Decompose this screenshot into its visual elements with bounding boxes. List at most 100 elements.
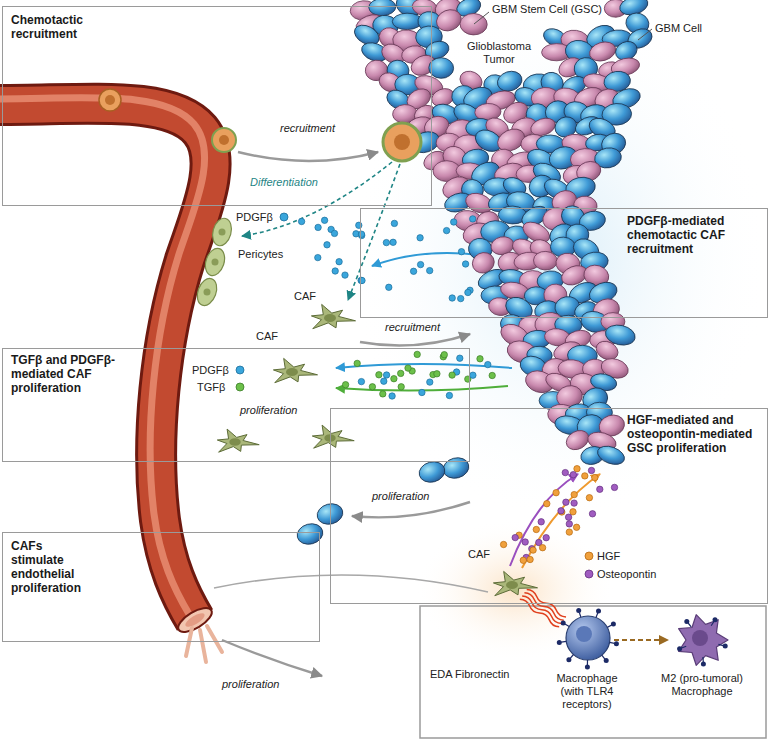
signal-dot [582, 473, 588, 479]
key-dot [280, 213, 288, 221]
tlr4-receptor [576, 608, 581, 613]
blood-vessel-outline [0, 104, 211, 620]
signal-dot [356, 222, 362, 228]
differentiation-arrow [348, 164, 400, 300]
panel-box: PDGFβ-mediated chemotactic CAF recruitme… [360, 208, 768, 318]
caf-cell [311, 304, 355, 328]
gsc-cell [417, 459, 447, 485]
signal-dot [342, 382, 348, 388]
tlr4-receptor [557, 640, 562, 645]
signal-dot [434, 371, 440, 377]
signal-dot [539, 545, 545, 551]
signal-dot [391, 220, 397, 226]
signal-dot [489, 372, 495, 378]
macrophages [557, 608, 728, 670]
tlr4-stalk [561, 641, 566, 643]
signal-dot [470, 216, 476, 222]
cell-nucleus [229, 438, 240, 446]
tlr4-stalk [596, 613, 598, 618]
signal-dot [520, 557, 526, 563]
signal-dot [441, 352, 447, 358]
callout-label: GBM Stem Cell (GSC) [492, 3, 602, 16]
m2-macrophage [679, 615, 728, 666]
tlr4-receptor [585, 665, 590, 670]
key-dot [585, 552, 593, 560]
signal-dot [611, 484, 617, 490]
panel-title: CAFs stimulate endothelial proliferation [11, 539, 91, 595]
signal-dot [331, 230, 337, 236]
signal-dot [449, 372, 455, 378]
tlr4-receptor [561, 621, 566, 626]
cell-nucleus [219, 229, 226, 236]
stimulation-line [214, 575, 488, 592]
leader-line [474, 12, 489, 24]
signal-dot [414, 351, 420, 357]
tlr4-stalk [682, 646, 687, 648]
tlr4-receptor [677, 646, 682, 651]
signal-dot [485, 361, 491, 367]
signal-dot [477, 356, 483, 362]
macrophage-panel [420, 606, 766, 738]
signal-dot [562, 469, 568, 475]
leader-line [638, 29, 652, 40]
tlr4-stalk [587, 660, 588, 665]
callout-label: proliferation [222, 678, 279, 691]
differentiation-arrow [242, 162, 392, 236]
callout-label: HGF [597, 550, 620, 563]
signal-dot [427, 379, 433, 385]
panel-box: Chemotactic recruitment [2, 6, 432, 206]
cell-nucleus [219, 135, 229, 145]
gsc-cell [369, 0, 397, 16]
callout-label: proliferation [372, 490, 429, 503]
signal-dot [417, 235, 423, 241]
signal-dot [533, 526, 539, 532]
signal-dot [457, 355, 463, 361]
callout-label: Macrophage (with TLR4 receptors) [545, 672, 629, 711]
signal-dot [315, 254, 321, 260]
signal-dot [410, 268, 416, 274]
key-dot [236, 366, 244, 374]
proliferation-arrow [352, 502, 470, 517]
signal-dot [419, 389, 425, 395]
signal-dot [522, 539, 528, 545]
signal-dot [405, 365, 411, 371]
fibronectin-strand [521, 594, 563, 625]
cell-nucleus [204, 289, 211, 296]
signal-dot [358, 378, 364, 384]
tlr4-stalk [570, 655, 573, 659]
caf-cell [273, 358, 317, 382]
endothelial-sprout [186, 628, 192, 656]
panel-box: HGF-mediated and osteopontin-mediated GS… [330, 408, 768, 604]
endothelial-sprout [200, 630, 206, 662]
signal-dot [336, 259, 342, 265]
callout-label: TGFβ [197, 381, 225, 394]
signal-dot [563, 499, 569, 505]
cell-nucleus [324, 314, 336, 322]
gsc-cell [441, 455, 471, 481]
tlr4-receptor [701, 662, 706, 667]
pericyte [194, 276, 220, 308]
macrophage [566, 616, 610, 660]
blood-vessel [0, 104, 211, 620]
tlr4-receptor [596, 609, 601, 614]
callout-label: Differentiation [250, 176, 318, 189]
panel-box: CAFs stimulate endothelial proliferation [2, 532, 320, 642]
proliferation-arrow [222, 640, 322, 676]
callout-label: recruitment [280, 122, 335, 135]
vessel-lumen-inner [184, 611, 207, 629]
fibronectin-group [519, 588, 567, 629]
signal-dot [386, 284, 392, 290]
signal-dot [449, 295, 455, 301]
signal-dot [381, 378, 387, 384]
callout-label: PDGFβ [192, 364, 229, 377]
cell-nucleus [576, 626, 592, 642]
signal-dot [589, 511, 595, 517]
cell-nucleus [692, 630, 708, 646]
signal-dot [566, 521, 572, 527]
signal-dot [390, 239, 396, 245]
signal-dots [298, 216, 617, 564]
signal-dot [391, 376, 397, 382]
